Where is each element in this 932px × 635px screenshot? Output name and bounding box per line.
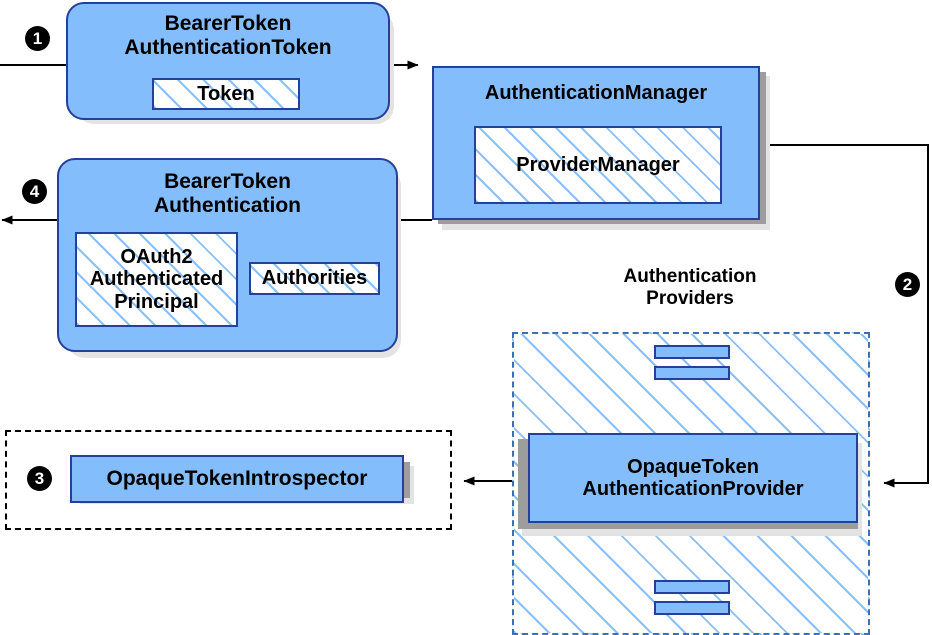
badge-step-1: 1: [25, 26, 50, 51]
inner-oauth2-authenticated-principal[interactable]: OAuth2 Authenticated Principal: [75, 232, 238, 327]
node-bearer-token-authentication-token[interactable]: BearerToken AuthenticationToken Token: [66, 2, 390, 120]
inner-token[interactable]: Token: [152, 78, 300, 110]
inner-provider-manager[interactable]: ProviderManager: [474, 126, 722, 204]
inner-authorities[interactable]: Authorities: [249, 262, 380, 295]
badge-step-2: 2: [895, 272, 920, 297]
node-authentication-manager[interactable]: AuthenticationManager ProviderManager: [432, 66, 760, 220]
authentication-manager-title: AuthenticationManager: [484, 82, 708, 104]
introspector-group: [5, 430, 452, 530]
node-opaque-token-authentication-provider[interactable]: OpaqueToken AuthenticationProvider: [528, 433, 858, 523]
opaque-token-introspector-title: OpaqueTokenIntrospector: [106, 467, 368, 491]
node-opaque-token-introspector[interactable]: OpaqueTokenIntrospector: [70, 455, 404, 503]
bearer-token-authentication-title: BearerToken Authentication: [154, 170, 301, 217]
provider-bars-bottom: [654, 580, 730, 615]
badge-step-4: 4: [22, 179, 47, 204]
arrow-manager-to-provider: [760, 144, 929, 488]
bearer-token-authentication-token-title: BearerToken AuthenticationToken: [124, 12, 332, 59]
provider-bar: [654, 366, 730, 380]
provider-bars-top: [654, 345, 730, 380]
opaque-token-authentication-provider-title: OpaqueToken AuthenticationProvider: [582, 455, 804, 500]
provider-bar: [654, 580, 730, 594]
provider-bar: [654, 345, 730, 359]
badge-step-3: 3: [27, 466, 52, 491]
provider-bar: [654, 601, 730, 615]
authentication-providers-label: Authentication Providers: [623, 266, 757, 310]
node-bearer-token-authentication[interactable]: BearerToken Authentication OAuth2 Authen…: [57, 158, 398, 352]
